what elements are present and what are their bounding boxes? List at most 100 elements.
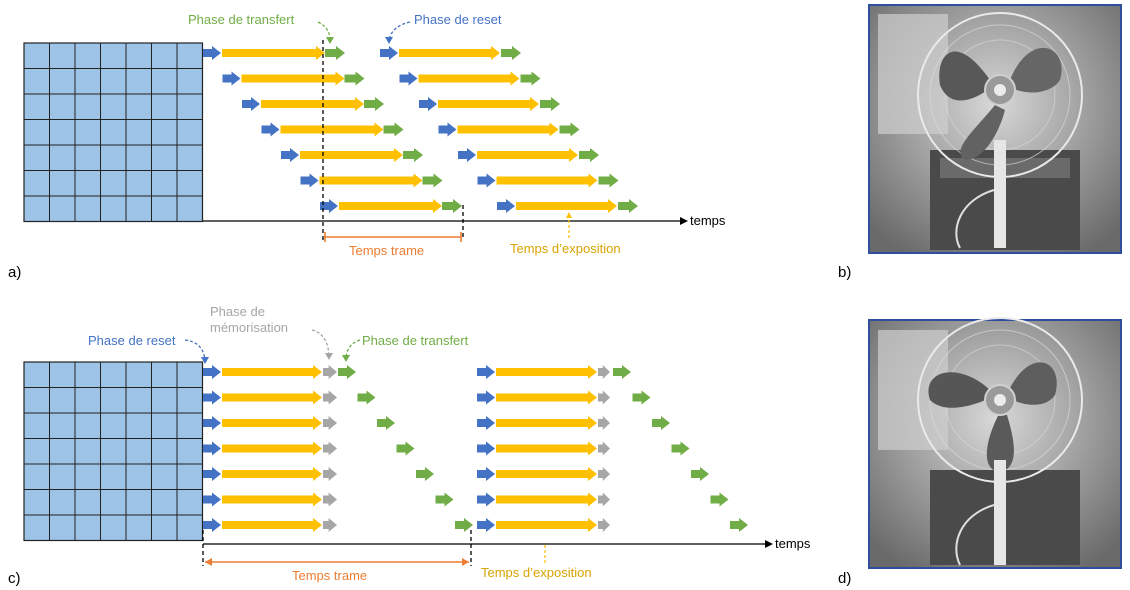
transfer-arrow [364,97,384,111]
exposure-arrow [496,441,597,456]
reset-pointer-head-c [201,357,209,364]
exposure-arrow [477,148,578,162]
exposure-arrow [241,71,345,86]
exposure-arrow [496,173,598,188]
pixel-grid-background [23,361,204,542]
reset-arrow [203,492,221,507]
reset-arrow [477,441,495,456]
panel-a: Temps trame Temps d’exposition Phase de … [8,12,726,281]
reset-arrow [203,46,221,60]
transfer-phase-label-c: Phase de transfert [362,333,469,348]
transfer-arrow [338,365,356,379]
memorisation-arrow [323,416,337,430]
time-axis-arrowhead-a [680,217,688,225]
exposure-arrow [418,71,520,86]
transfer-arrow [559,122,580,137]
transfer-arrow [325,46,345,60]
exposure-arrow [222,518,322,532]
pixel-grid-a [23,42,204,223]
axis-label-c: temps [775,536,811,551]
transfer-arrow [422,173,443,188]
exposure-arrow [300,148,403,162]
reset-arrow [203,365,221,379]
memorisation-arrow [323,467,337,481]
exposure-arrow [496,492,597,507]
memorisation-arrow [598,365,610,379]
axis-label-a: temps [690,213,726,228]
transfer-arrow [435,492,454,507]
reset-arrow [438,122,457,137]
memorisation-arrow [323,390,337,405]
exposure-arrow [222,467,322,481]
transfer-arrow [357,390,376,405]
transfer-arrow [416,467,434,481]
pixel-grid-background [23,42,204,223]
transfer-arrow [652,416,670,430]
reset-arrow [497,199,515,213]
frame-time-label-c: Temps trame [292,568,367,583]
transfer-arrow [344,71,365,86]
reset-arrow [477,365,495,379]
panel-letter-d: d) [838,570,851,587]
reset-arrow [477,416,495,430]
panel-letter-b: b) [838,264,851,281]
reset-arrow [477,518,495,532]
exposure-arrow [399,46,500,60]
transfer-arrow [730,518,748,532]
reset-arrow [203,390,221,405]
transfer-arrow [579,148,599,162]
reset-arrow [320,199,338,213]
memorisation-arrow [598,518,610,532]
exposure-arrow [222,441,322,456]
reset-arrow [261,122,280,137]
transfer-arrow [383,122,404,137]
exposure-arrow [496,365,597,379]
reset-pointer-head-a [385,37,393,44]
transfer-arrow [632,390,651,405]
transfer-arrow [598,173,619,188]
exposure-arrow [319,173,423,188]
reset-arrow [242,97,260,111]
row-timelines-c [203,365,748,532]
reset-arrow [419,97,437,111]
exposure-time-label-a: Temps d’exposition [510,241,621,256]
exposure-arrow [222,416,322,430]
fan-photo-d [868,317,1122,569]
pixel-grid-c [23,361,204,542]
reset-arrow [203,416,221,430]
exposure-time-label-c: Temps d’exposition [481,565,592,580]
memorisation-arrow [598,467,610,481]
exposure-arrow [516,199,617,213]
exposure-pointer-head-a [566,212,572,218]
memorisation-arrow [598,441,610,456]
exposure-arrow [222,46,325,60]
exposure-arrow [222,390,322,405]
reset-arrow [477,390,495,405]
panel-letter-c: c) [8,570,21,587]
panel-c: Temps trame Temps d’exposition Phase de … [8,304,811,587]
reset-arrow [222,71,241,86]
memorisation-pointer-c [311,329,330,357]
exposure-arrow [222,492,322,507]
transfer-arrow [455,518,473,532]
reset-arrow [203,441,221,456]
reset-phase-label-a: Phase de reset [414,12,502,27]
time-axis-arrowhead-c [765,540,773,548]
transfer-pointer-head-c [342,355,350,362]
transfer-arrow [671,441,690,456]
transfer-arrow [442,199,462,213]
row-timelines-a [203,46,638,213]
frame-time-label-a: Temps trame [349,243,424,258]
reset-arrow [203,467,221,481]
exposure-arrow [457,122,559,137]
exposure-arrow [496,467,597,481]
reset-arrow [203,518,221,532]
memorisation-arrow [598,416,610,430]
exposure-arrow [496,416,597,430]
memorisation-arrow [323,441,337,456]
exposure-arrow [496,518,597,532]
transfer-arrow [377,416,395,430]
reset-arrow [380,46,398,60]
reset-arrow [281,148,299,162]
